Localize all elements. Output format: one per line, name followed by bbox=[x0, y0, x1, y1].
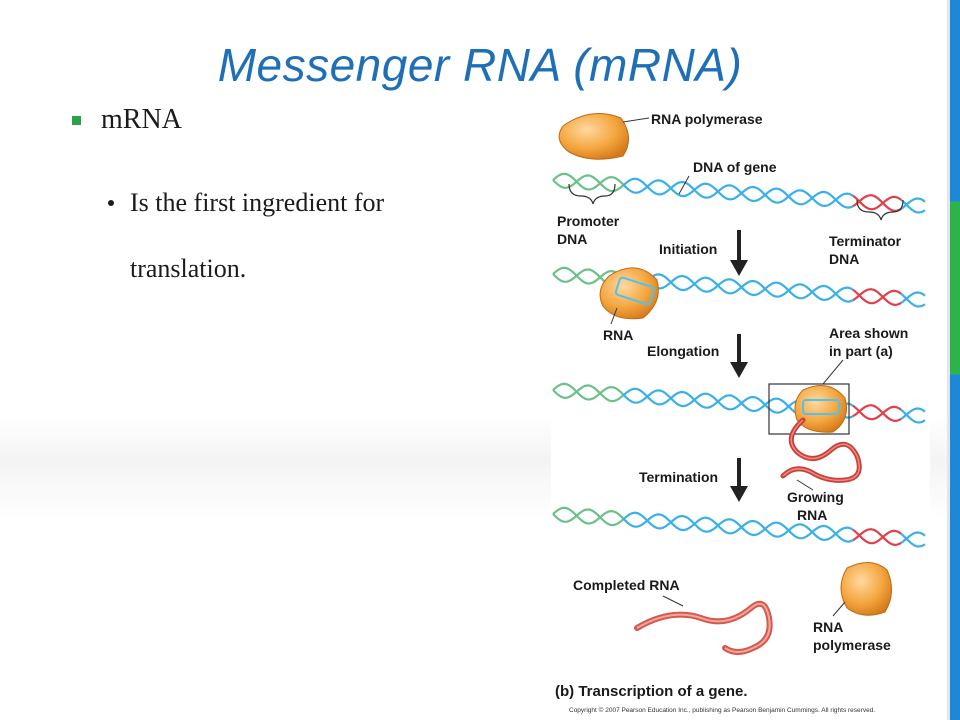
label-area-line-1: Area shown bbox=[829, 325, 908, 341]
label-termination: Termination bbox=[639, 469, 718, 485]
bullet-level-1-text: mRNA bbox=[101, 104, 182, 135]
transcription-diagram: RNA polymerase DNA of gene Promoter DNA … bbox=[552, 111, 926, 714]
transcription-bubble-row-2 bbox=[614, 276, 656, 306]
label-terminator-line-1: Terminator bbox=[829, 233, 902, 249]
label-promoter-line-2: DNA bbox=[557, 231, 587, 247]
rna-polymerase-top-shape bbox=[558, 113, 629, 160]
transcription-figure: RNA polymerase DNA of gene Promoter DNA … bbox=[551, 108, 930, 720]
completed-rna-ribbon bbox=[634, 600, 773, 655]
label-rna: RNA bbox=[603, 327, 633, 343]
rna-polymerase-row-3-shape bbox=[794, 385, 847, 433]
figure-caption: (b) Transcription of a gene. bbox=[555, 683, 748, 700]
slide-title: Messenger RNA (mRNA) bbox=[217, 39, 743, 91]
label-growing-line-2: RNA bbox=[797, 507, 827, 523]
slide-accent-bar bbox=[947, 0, 960, 720]
label-elongation: Elongation bbox=[647, 343, 719, 359]
bullet-level-2-line-1: Is the first ingredient for bbox=[130, 188, 385, 217]
area-shown-box bbox=[768, 383, 850, 435]
label-area-line-2: in part (a) bbox=[829, 343, 893, 359]
promoter-bracket bbox=[568, 183, 616, 205]
label-dna-of-gene: DNA of gene bbox=[693, 159, 777, 175]
dot-bullet-icon bbox=[108, 200, 114, 206]
rna-polymerase-bottom-shape bbox=[840, 562, 892, 616]
bullet-level-1: mRNA bbox=[72, 104, 182, 136]
bullet-level-2-line-2: translation. bbox=[130, 254, 247, 283]
label-initiation: Initiation bbox=[659, 241, 717, 257]
initiation-arrow-icon bbox=[730, 230, 748, 276]
label-promoter-line-1: Promoter bbox=[557, 213, 620, 229]
dna-strand-row-4 bbox=[552, 506, 926, 548]
transcription-bubble-row-3 bbox=[802, 399, 840, 415]
dna-strand-row-3 bbox=[552, 382, 926, 424]
label-growing-line-1: Growing bbox=[787, 489, 844, 505]
terminator-bracket bbox=[856, 199, 904, 221]
label-completed-rna: Completed RNA bbox=[573, 577, 680, 593]
dna-strand-row-1 bbox=[552, 172, 926, 214]
label-rna-poly-bottom-line-2: polymerase bbox=[813, 637, 891, 653]
elongation-arrow-icon bbox=[730, 334, 748, 378]
termination-arrow-icon bbox=[730, 458, 748, 502]
rna-polymerase-row-2-shape bbox=[599, 267, 659, 320]
figure-copyright: Copyright © 2007 Pearson Education Inc.,… bbox=[569, 706, 875, 714]
label-terminator-line-2: DNA bbox=[829, 251, 859, 267]
dna-strand-row-2 bbox=[552, 266, 926, 308]
label-rna-poly-bottom-line-1: RNA bbox=[813, 619, 843, 635]
label-rna-polymerase-top: RNA polymerase bbox=[651, 111, 763, 127]
bullet-level-2: Is the first ingredient for translation. bbox=[108, 170, 508, 302]
square-bullet-icon bbox=[72, 115, 81, 125]
